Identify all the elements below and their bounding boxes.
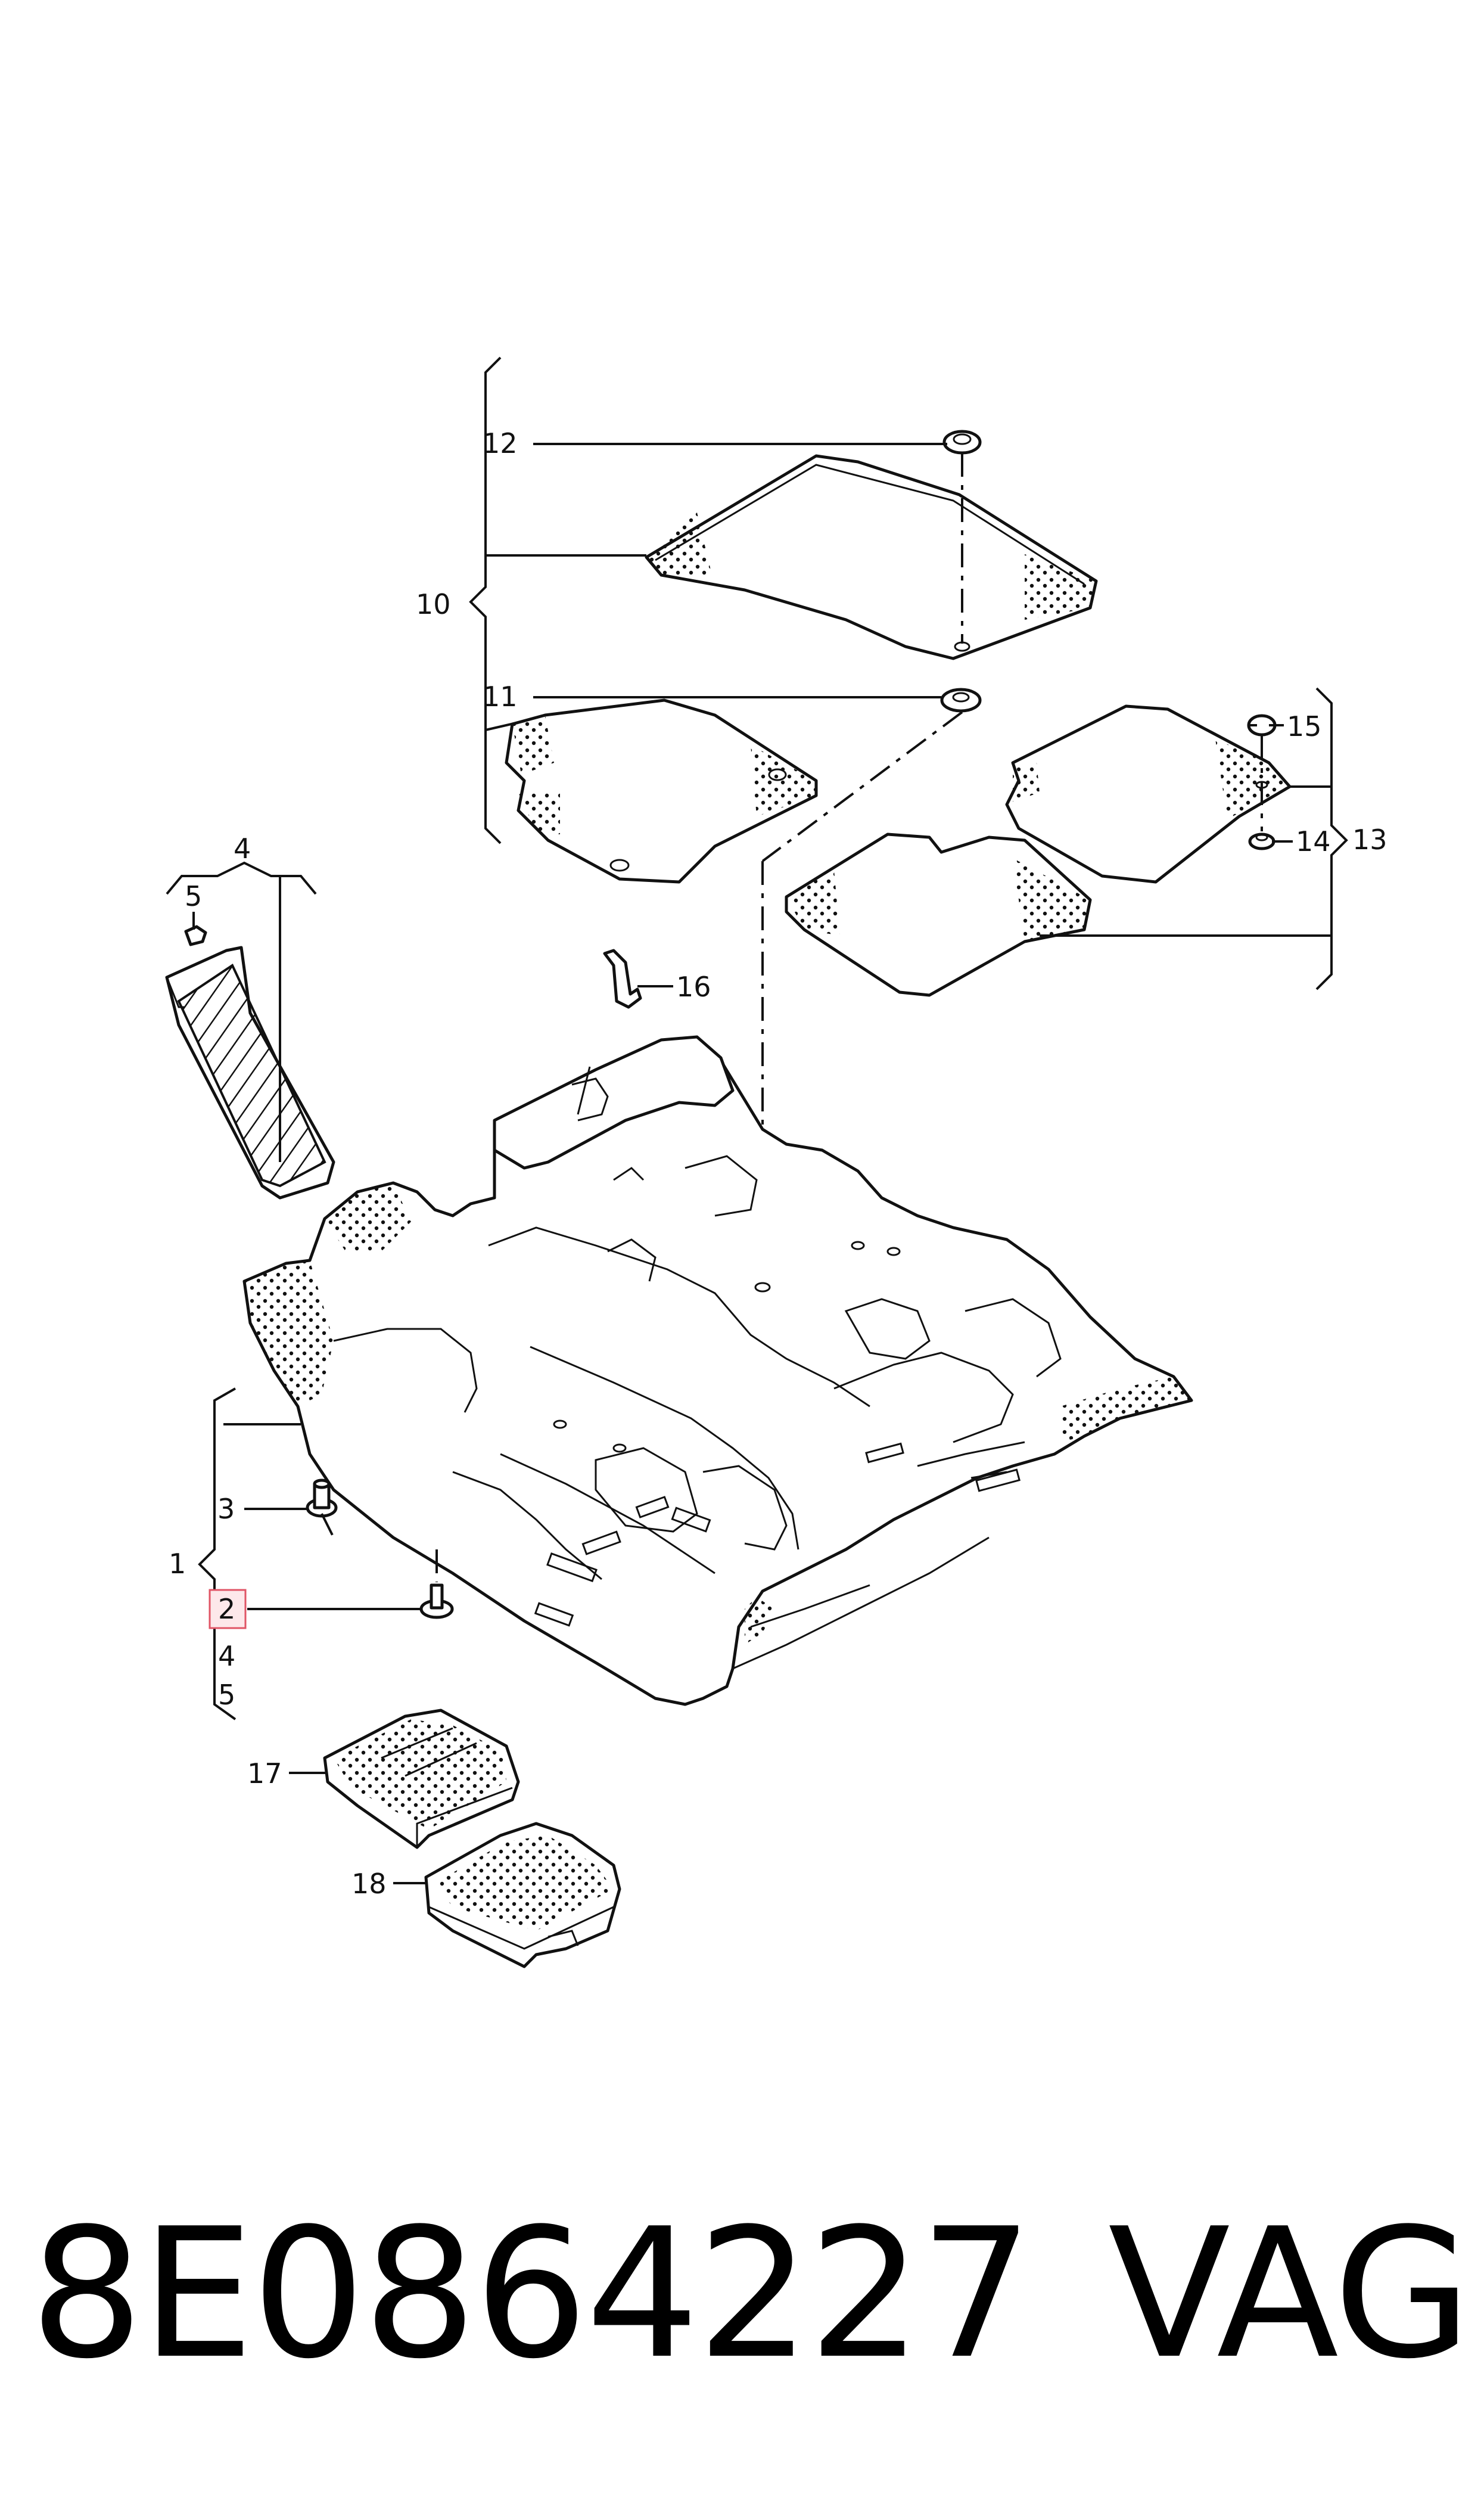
insulation-pad-18: [424, 1822, 621, 1968]
front-mat-right: [1005, 704, 1292, 884]
callout-1[interactable]: 1: [169, 1548, 186, 1580]
insulation-pad-17: [323, 1709, 520, 1849]
highlight-box: [209, 1589, 247, 1629]
fastener-11: [940, 688, 982, 713]
callout-5-bottom[interactable]: 5: [218, 1679, 235, 1711]
callout-10[interactable]: 10: [416, 588, 451, 620]
side-trim-panel-4: [165, 946, 335, 1200]
callout-18[interactable]: 18: [351, 1868, 387, 1900]
callout-12[interactable]: 12: [483, 427, 518, 459]
fastener-14: [1248, 833, 1275, 850]
brand-caption: VAG: [1108, 2190, 1471, 2398]
callout-15[interactable]: 15: [1287, 710, 1322, 743]
callout-5-top[interactable]: 5: [185, 880, 202, 912]
rear-mat-left: [505, 698, 818, 884]
floor-carpet-1: [242, 1035, 1193, 1706]
clip-5: [184, 925, 207, 946]
clip-16: [603, 949, 642, 1009]
callout-17[interactable]: 17: [247, 1757, 282, 1790]
callout-2[interactable]: 2: [218, 1593, 235, 1625]
callout-4-bottom[interactable]: 4: [218, 1640, 235, 1672]
callout-11[interactable]: 11: [483, 681, 518, 713]
callout-4-top[interactable]: 4: [234, 833, 251, 865]
callout-13[interactable]: 13: [1352, 824, 1387, 856]
rear-mat-right: [785, 833, 1092, 997]
callout-3[interactable]: 3: [217, 1493, 235, 1525]
fastener-12: [942, 430, 982, 455]
callout-14[interactable]: 14: [1296, 825, 1331, 858]
front-mat-left: [645, 454, 1098, 660]
part-number-caption: 8E0864227: [30, 2190, 1034, 2398]
fastener-2: [419, 1583, 454, 1619]
callout-16[interactable]: 16: [676, 971, 711, 1003]
